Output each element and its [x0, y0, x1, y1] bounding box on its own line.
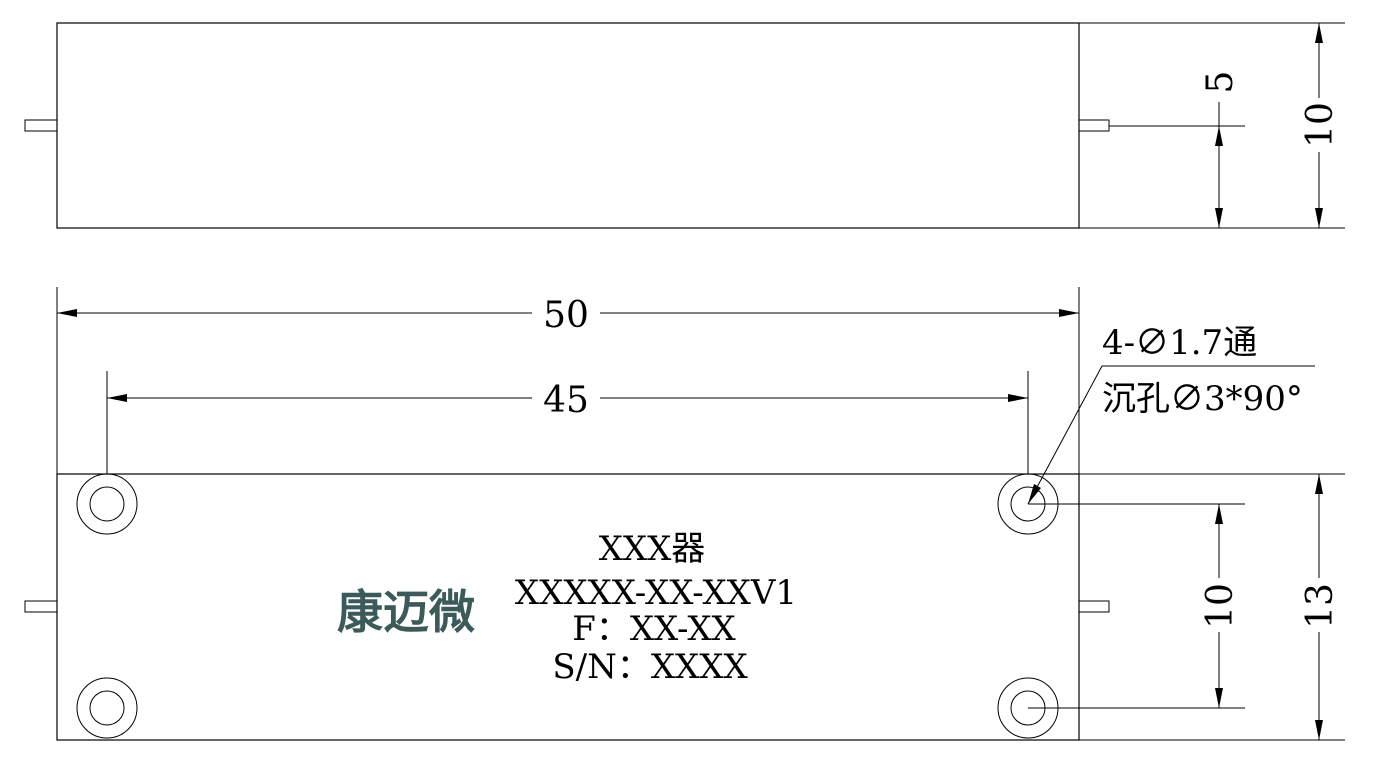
top-view-left-pin	[24, 119, 58, 132]
front-view: 50 45	[24, 287, 1345, 741]
hole-top-left	[76, 473, 138, 535]
dim-top-body-height: 10	[1300, 23, 1341, 228]
label-line1: XXX器	[599, 529, 706, 569]
front-view-right-pin	[1078, 600, 1110, 613]
label-line4: S/N：XXXX	[552, 647, 748, 687]
dim-overall-length-text: 50	[543, 295, 589, 336]
label-line2: XXXXX-XX-XXV1	[515, 573, 797, 613]
dim-front-body-height: 13	[1300, 474, 1341, 740]
top-view-right-pin	[1078, 119, 1110, 132]
dim-hole-spacing: 45	[107, 380, 1028, 421]
company-logo: 康迈微	[337, 585, 475, 639]
dim-hole-vertical: 10	[1200, 504, 1241, 708]
label-line3: F：XX-XX	[572, 609, 736, 649]
dim-front-body-height-text: 13	[1300, 583, 1341, 629]
dim-pin-height: 5	[1200, 71, 1241, 228]
dim-top-body-height-text: 10	[1300, 102, 1341, 148]
hole-bottom-left	[76, 677, 138, 739]
hole-note-leader	[1027, 365, 1315, 505]
front-view-left-pin	[24, 600, 58, 613]
dim-hole-spacing-text: 45	[543, 380, 589, 421]
dim-overall-length: 50	[57, 295, 1079, 336]
dim-hole-vertical-text: 10	[1200, 583, 1241, 629]
hole-note-line2: 沉孔∅3*90°	[1102, 379, 1303, 419]
top-view: 5 10	[24, 22, 1345, 229]
hole-note-line1: 4-∅1.7通	[1102, 323, 1257, 363]
top-view-body	[56, 22, 1080, 229]
dim-pin-height-text: 5	[1200, 71, 1241, 94]
